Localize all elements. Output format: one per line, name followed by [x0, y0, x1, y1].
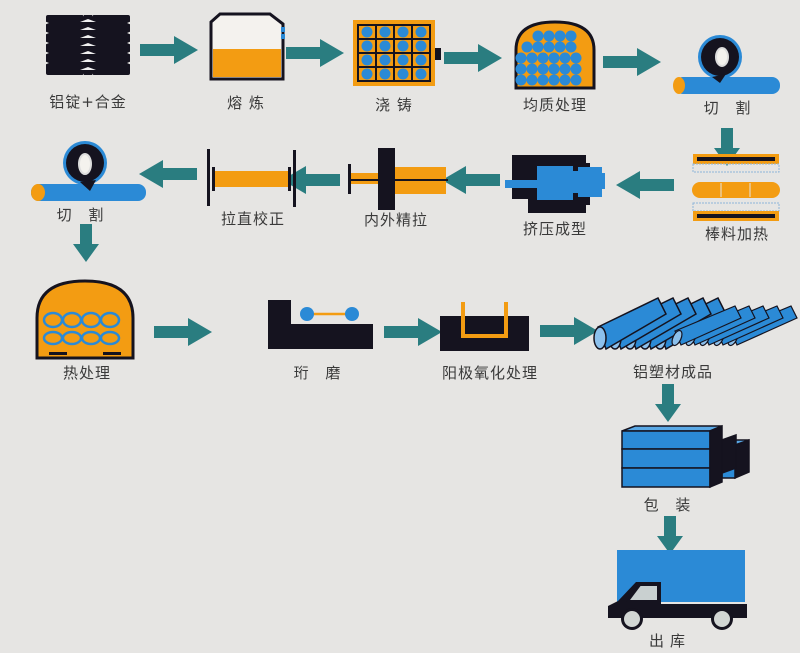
billet-dot: [548, 52, 560, 64]
billet-dot: [570, 74, 582, 86]
step-label-honing: 珩 磨: [293, 364, 347, 382]
casting-mold-icon: [353, 20, 441, 86]
billet-dot: [559, 63, 571, 75]
step-label-cutting-2: 切 割: [56, 206, 110, 224]
billet-dot: [543, 41, 555, 53]
billet-dot: [565, 30, 577, 42]
straightening-icon: [207, 149, 296, 207]
arrow-left-icon: [616, 171, 674, 199]
billet-dot: [361, 40, 373, 52]
step-label-melting: 熔 炼: [227, 94, 265, 112]
step-label-heat-treatment: 热处理: [62, 364, 112, 382]
arrow-right-icon: [286, 39, 344, 67]
billet-dot: [361, 54, 373, 66]
step-label-cutting-1: 切 割: [703, 99, 757, 117]
billet-dot: [361, 68, 373, 80]
billet-dot: [397, 68, 409, 80]
billet-dot: [570, 52, 582, 64]
billet-dot: [570, 63, 582, 75]
billet-dot: [415, 54, 427, 66]
anodizing-tank-icon: [440, 302, 529, 351]
step-label-ingot: 铝锭+合金: [49, 93, 127, 111]
billet-dot: [361, 26, 373, 38]
ingot-icon: [42, 15, 134, 75]
billet-dot: [526, 63, 538, 75]
billet-dot: [397, 40, 409, 52]
billet-dot: [521, 41, 533, 53]
packaged-boxes-icon: [621, 424, 750, 489]
drawing-die-icon: [348, 148, 448, 210]
extrusion-press-icon: [505, 155, 605, 213]
billet-dot: [379, 54, 391, 66]
billet-dot: [526, 52, 538, 64]
billet-dot: [515, 52, 527, 64]
billet-dot: [559, 74, 571, 86]
saw-cutting-icon: [31, 141, 146, 201]
arrow-right-icon: [140, 36, 198, 64]
billet-heating-icon: [692, 154, 780, 221]
billet-dot: [526, 74, 538, 86]
billet-dot: [379, 40, 391, 52]
billet-dot: [532, 41, 544, 53]
billet-dot: [565, 41, 577, 53]
arrow-right-icon: [444, 44, 502, 72]
arrow-right-icon: [384, 318, 442, 346]
billet-dot: [559, 52, 571, 64]
step-label-finished-profiles: 铝塑材成品: [632, 363, 714, 381]
billet-dot: [379, 68, 391, 80]
billet-dot: [543, 30, 555, 42]
step-label-homogenizing: 均质处理: [522, 96, 588, 114]
billet-dot: [537, 63, 549, 75]
tube-end: [593, 326, 607, 350]
delivery-truck-icon: [608, 550, 747, 630]
step-label-anodizing: 阳极氧化处理: [441, 364, 539, 382]
melting-furnace-icon: [209, 12, 285, 81]
tube-end: [671, 329, 683, 347]
step-label-shipping: 出库: [648, 632, 692, 650]
step-label-drawing: 内外精拉: [363, 211, 429, 229]
arrow-down-icon: [655, 384, 681, 422]
arrow-down-icon: [73, 224, 99, 262]
arrow-right-icon: [154, 318, 212, 346]
arrow-right-icon: [540, 317, 598, 345]
billet-dot: [554, 41, 566, 53]
step-label-casting: 浇 铸: [375, 96, 413, 114]
billet-dot: [415, 68, 427, 80]
billet-dot: [548, 74, 560, 86]
heat-treatment-furnace-icon: [35, 279, 135, 360]
step-label-packaging: 包 装: [643, 496, 697, 514]
saw-cutting-icon: [673, 35, 780, 94]
arrow-right-icon: [603, 48, 661, 76]
billet-dot: [397, 26, 409, 38]
step-label-extrusion: 挤压成型: [522, 220, 588, 238]
billet-dot: [548, 63, 560, 75]
homogenizing-furnace-icon: [514, 20, 596, 90]
billet-dot: [532, 30, 544, 42]
billet-dot: [537, 74, 549, 86]
billet-dot: [415, 40, 427, 52]
billet-dot: [537, 52, 549, 64]
billet-dot: [397, 54, 409, 66]
step-label-straightening: 拉直校正: [220, 210, 286, 228]
aluminum-profiles-icon: [593, 297, 798, 351]
step-label-billet-heating: 棒料加热: [704, 225, 770, 243]
billet-dot: [515, 74, 527, 86]
arrow-down-icon: [657, 516, 683, 554]
honing-machine-icon: [268, 300, 373, 349]
billet-dot: [379, 26, 391, 38]
arrow-left-icon: [442, 166, 500, 194]
billet-dot: [554, 30, 566, 42]
billet-dot: [415, 26, 427, 38]
arrow-left-icon: [139, 160, 197, 188]
billet-dot: [515, 63, 527, 75]
